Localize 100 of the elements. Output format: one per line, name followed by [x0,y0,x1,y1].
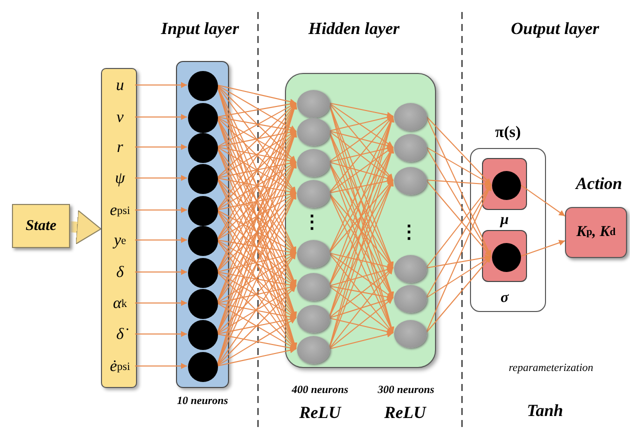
variable-label: v [104,105,136,131]
neuron-circle [188,71,218,101]
note-text: reparameterization [508,361,594,376]
connection-arrow [328,252,394,270]
output-unit-box [482,158,527,210]
connection-arrow [426,146,492,185]
group-heading: π(s) [494,124,522,143]
variable-label: r [104,135,136,161]
connection-arrow [134,331,188,337]
connection-arrow [328,130,394,148]
connection-arrow [328,102,394,118]
neuron-circle [492,243,521,272]
connection-arrow [134,237,188,243]
connection-arrow [216,84,296,194]
neuron-circle [394,285,427,313]
neuron-circle [394,167,427,195]
connection-arrow [328,180,394,318]
neuron-count: 300 neurons [376,383,436,398]
neuron-circle [188,289,218,319]
connection-arrow [216,318,296,366]
connection-arrow [328,286,394,300]
connection-arrow [328,180,394,286]
connection-arrow [134,114,188,120]
connection-arrow [216,116,296,133]
neuron-circle [297,118,330,146]
output-title: Action [574,173,624,195]
connection-arrow [328,298,394,350]
connection-arrow [328,145,394,162]
input-layer-panel [176,61,229,388]
connection-arrow [216,284,296,304]
connection-arrow [134,82,188,88]
neuron-circle [297,273,330,301]
neuron-circle [297,305,330,333]
connection-arrow [426,180,492,188]
connection-arrow [426,256,492,298]
connection-arrow [216,178,296,254]
connection-arrow [426,116,492,185]
connection-arrow [328,130,394,180]
activation-label: Tanh [526,400,564,422]
output-unit-box [482,230,527,282]
neuron-circle [188,103,218,133]
input-variables-panel [101,68,137,388]
connection-arrow [426,184,492,268]
connection-arrow [216,192,296,272]
connection-arrow [520,240,566,257]
variable-label: u [104,73,136,99]
neuron-circle [297,180,330,208]
connection-arrow [216,84,296,132]
neuron-circle [394,320,427,348]
ellipsis-dots: ⋮ [399,221,419,244]
neuron-circle [188,133,218,163]
neuron-circle [188,226,218,256]
connection-arrow [216,192,296,334]
variable-label: δ [104,260,136,286]
connection-arrow [328,296,394,318]
connection-arrow [328,252,394,334]
connection-arrow [520,184,566,217]
connection-arrow [216,286,296,334]
connection-arrow [426,184,492,298]
connection-arrow [134,269,188,275]
neuron-circle [394,103,427,131]
connection-arrow [328,318,394,335]
activation-label: ReLU [298,402,342,424]
connection-arrow [426,256,492,334]
connection-arrow [328,192,394,268]
connection-arrow [134,363,188,369]
connection-arrow [216,252,296,304]
connection-arrow [328,102,394,148]
connection-arrow [216,84,296,105]
activation-label: ReLU [383,402,428,424]
connection-arrow [216,116,296,254]
neuron-circle [297,149,330,177]
connection-arrow [328,268,394,350]
connection-arrow [328,268,394,318]
neuron-count: 10 neurons [176,394,230,409]
connection-arrow [134,207,188,213]
connection-arrow [328,162,394,268]
connection-arrow [216,102,296,210]
connection-arrow [216,116,296,194]
layer-title: Input layer [160,18,240,40]
connection-arrow [426,184,492,334]
neuron-circle [188,352,218,382]
neuron-circle [188,196,218,226]
ellipsis-dots: ⋮ [302,211,322,234]
connection-arrow [216,146,296,194]
neuron-circle [188,164,218,194]
neuron-circle [394,255,427,283]
connection-arrow [328,180,394,350]
connection-arrow [328,332,394,350]
connection-arrow [328,180,394,254]
connection-arrow [426,146,492,257]
connection-arrow [216,84,296,162]
block-arrow [70,210,102,244]
connection-arrow [216,146,296,164]
connection-arrow [216,252,296,334]
neuron-circle [188,258,218,288]
connection-arrow [134,144,188,150]
connection-arrow [134,175,188,181]
variable-label: δ̇ [104,322,136,348]
state-box: State [12,204,70,248]
